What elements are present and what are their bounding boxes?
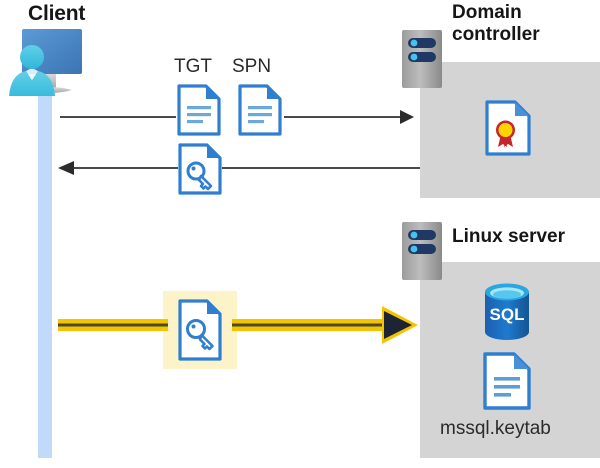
sql-label: SQL: [490, 305, 525, 324]
response-arrowhead: [58, 161, 74, 175]
linux-server-label: Linux server: [452, 226, 600, 248]
spn-label: SPN: [232, 56, 272, 77]
response-key-document-icon: [178, 143, 222, 195]
domain-controller-label: Domain controller: [452, 2, 592, 46]
linux-server-label-line1: Linux server: [452, 226, 565, 247]
client-label: Client: [28, 2, 86, 25]
certificate-icon: [485, 100, 531, 156]
spn-document-icon: [238, 84, 282, 136]
keytab-filename-label: mssql.keytab: [440, 418, 551, 439]
request-arrowhead: [400, 110, 414, 124]
auth-key-document-icon: [178, 299, 222, 361]
auth-arrowhead-inner: [384, 311, 412, 339]
domain-controller-label-line1: Domain: [452, 2, 522, 23]
tgt-label: TGT: [174, 56, 212, 77]
domain-controller-label-line2: controller: [452, 24, 540, 45]
auth-line-left-inner: [58, 323, 168, 327]
sql-database-icon: SQL: [485, 283, 529, 340]
domain-controller-server-rack-icon: [402, 30, 442, 88]
keytab-document-icon: [483, 352, 531, 410]
client-lifeline: [38, 72, 52, 458]
linux-server-rack-icon: [402, 222, 442, 280]
auth-line-right-inner: [232, 323, 384, 327]
client-person-monitor-icon: [9, 29, 82, 96]
tgt-document-icon: [177, 84, 221, 136]
